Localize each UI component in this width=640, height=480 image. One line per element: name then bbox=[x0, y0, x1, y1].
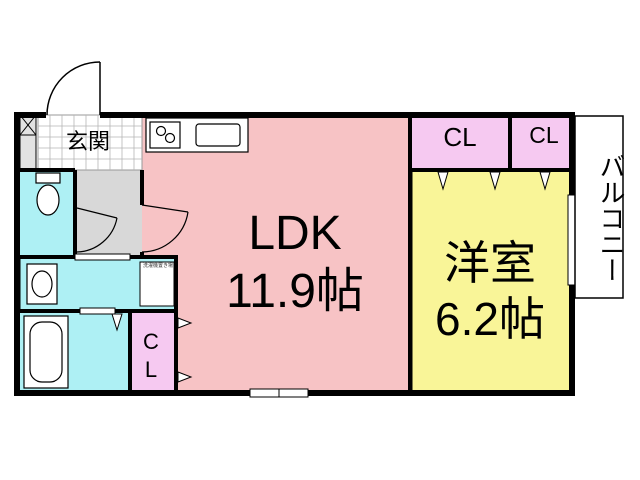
entrance-door bbox=[46, 61, 101, 116]
wash-window bbox=[74, 253, 131, 261]
entrance-floor bbox=[37, 114, 143, 171]
outer-walls bbox=[14, 112, 575, 396]
toilet-fixture bbox=[35, 172, 61, 216]
closet-3-letter-l: L bbox=[144, 357, 158, 382]
ldk-window bbox=[249, 388, 309, 398]
interior-walls bbox=[20, 115, 572, 395]
ldk-label: LDK 11.9帖 bbox=[195, 205, 395, 321]
washer-space bbox=[139, 261, 175, 307]
closet-2-label: CL bbox=[529, 122, 559, 148]
shoe-cabinet bbox=[19, 114, 37, 171]
ldk-door bbox=[141, 204, 189, 253]
balcony-label: バルコニー bbox=[596, 153, 626, 283]
closet-1 bbox=[410, 115, 510, 170]
closet-3-letter-c: C bbox=[143, 329, 159, 354]
kitchen-counter bbox=[145, 117, 249, 153]
closet-door-markers bbox=[111, 171, 551, 383]
toilet-door bbox=[76, 207, 118, 253]
western-room bbox=[410, 170, 572, 393]
western-room-label: 洋室 6.2帖 bbox=[415, 235, 565, 347]
ldk-size: 11.9帖 bbox=[226, 265, 364, 318]
balcony-area bbox=[574, 115, 624, 299]
corridor bbox=[75, 170, 142, 255]
closet-1-label: CL bbox=[443, 122, 477, 152]
closet-3 bbox=[130, 312, 175, 393]
western-room-size: 6.2帖 bbox=[435, 293, 545, 345]
bathtub bbox=[23, 315, 69, 389]
washer-space-label: 洗濯機置き場 bbox=[143, 263, 174, 269]
bath-window bbox=[79, 307, 116, 315]
western-room-name: 洋室 bbox=[444, 237, 536, 289]
closet-3-label: C L bbox=[136, 328, 166, 384]
wash-basin bbox=[26, 263, 58, 305]
entrance-label: 玄関 bbox=[65, 129, 110, 154]
ldk-room bbox=[142, 115, 410, 393]
ldk-name: LDK bbox=[248, 207, 342, 260]
closet-2 bbox=[512, 115, 572, 170]
